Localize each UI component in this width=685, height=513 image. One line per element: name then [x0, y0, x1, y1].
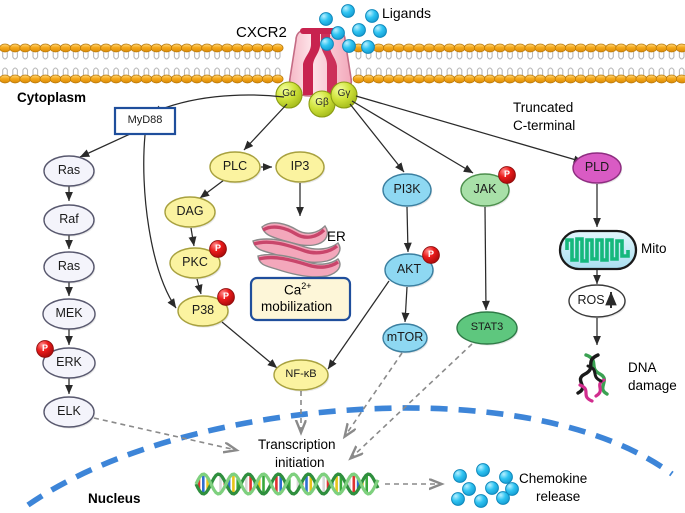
node-ras-1: [43, 155, 95, 187]
translocation-arrows: [93, 343, 473, 484]
node-stat3: [456, 311, 518, 345]
phospho-marker-p38: [217, 288, 235, 306]
phospho-marker-jak: [498, 166, 516, 184]
node-pld: [572, 152, 622, 184]
calcium-charge-sup: 2+: [301, 281, 312, 291]
node-plc: [209, 151, 261, 183]
node-pi3k: [382, 173, 432, 207]
chemokine-cluster: [451, 463, 519, 508]
dna-damage-label-line2: damage: [628, 378, 677, 393]
nuclear-envelope: [26, 405, 674, 508]
nucleus-label: Nucleus: [88, 491, 141, 506]
pathway-arrows: [65, 94, 602, 395]
node-mek: [42, 298, 96, 330]
calcium-mobilization-line2: mobilization: [261, 299, 333, 314]
g-protein-subunits: [275, 81, 358, 118]
truncated-c-terminal-label-line2: C-terminal: [513, 118, 576, 133]
node-ras-2: [43, 251, 95, 283]
mitochondrion: [558, 229, 638, 271]
node-myd88: [113, 106, 177, 136]
plasma-membrane: [0, 43, 685, 84]
endoplasmic-reticulum: [252, 222, 341, 278]
node-p38: [177, 295, 229, 327]
ligands-label: Ligands: [382, 5, 432, 21]
dna-double-helix: [194, 472, 380, 496]
ligand-cluster: [319, 4, 387, 54]
transcription-initiation-label-line2: initiation: [275, 455, 325, 470]
phospho-marker-akt: [422, 246, 440, 264]
chemokine-release-label-line1: Chemokine: [519, 471, 588, 486]
node-ip3: [275, 151, 325, 183]
node-dag: [164, 196, 216, 228]
node-mtor: [382, 323, 428, 353]
transcription-initiation-label-line1: Transcription: [258, 437, 336, 452]
node-pkc: [169, 247, 221, 279]
phospho-marker-erk: [36, 340, 54, 358]
calcium-mobilization-line1: Ca2+: [284, 281, 312, 298]
damaged-dna: [576, 353, 609, 403]
calcium-mobilization-box: [249, 276, 352, 322]
node-ros: [568, 284, 626, 318]
mito-label: Mito: [641, 241, 667, 256]
er-label: ER: [327, 229, 346, 244]
cytoplasm-label: Cytoplasm: [17, 90, 87, 105]
truncated-c-terminal-label-line1: Truncated: [513, 100, 574, 115]
calcium-ion-text: Ca: [284, 282, 302, 298]
chemokine-release-label-line2: release: [536, 489, 581, 504]
phospho-marker-pkc: [209, 240, 227, 258]
node-raf: [43, 204, 95, 236]
node-akt: [384, 253, 434, 287]
node-erk: [42, 347, 96, 379]
dna-damage-label-line1: DNA: [628, 360, 657, 375]
node-jak: [460, 173, 510, 207]
receptor-label: CXCR2: [236, 24, 287, 41]
pathway-nodes: [36, 106, 627, 429]
node-elk: [43, 396, 95, 428]
node-nfkb: [273, 359, 329, 391]
